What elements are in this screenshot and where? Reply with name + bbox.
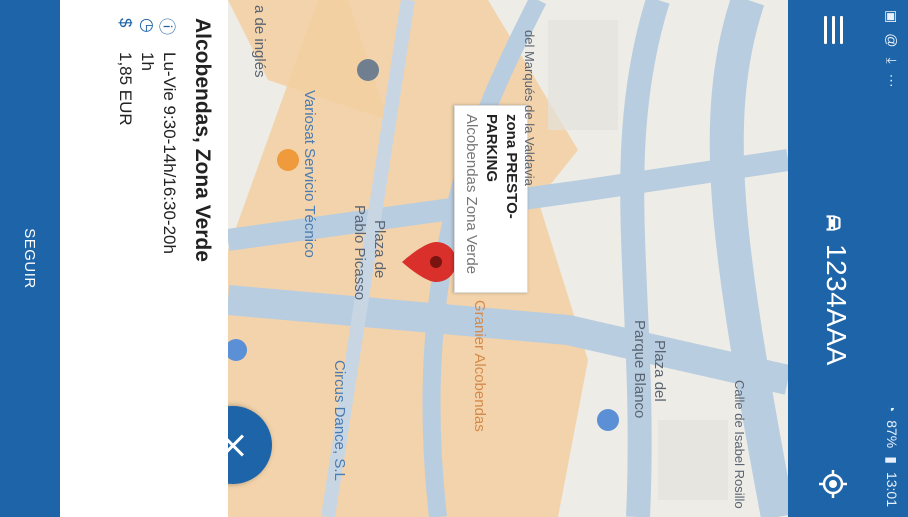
map-label: a de inglés bbox=[251, 5, 268, 78]
license-plate[interactable]: 1234AAA bbox=[821, 244, 852, 366]
zone-info-panel: Alcobendas, Zona Verde ⓘ Lu-Vie 9:30-14h… bbox=[60, 0, 228, 517]
signal-icon: ◔ bbox=[884, 403, 900, 413]
duration-text: 1h bbox=[138, 52, 157, 71]
map-label: del Marqués de la Valdavia bbox=[522, 30, 537, 186]
status-bar: ▣ @ ⤓ ⋯ ◔ 87% ▮ 13:01 bbox=[876, 0, 908, 517]
map-label: Granier Alcobendas bbox=[471, 300, 488, 432]
battery-percent: 87% bbox=[884, 420, 900, 449]
at-icon: @ bbox=[884, 33, 900, 48]
hours-row: ⓘ Lu-Vie 9:30-14h/16:30-20h bbox=[158, 18, 180, 499]
car-icon bbox=[826, 215, 841, 231]
seguir-button[interactable]: SEGUIR bbox=[21, 228, 39, 289]
zone-title: Alcobendas, Zona Verde bbox=[191, 18, 214, 262]
info-icon: ⓘ bbox=[157, 18, 177, 35]
map-view[interactable]: zona PRESTO-PARKING Alcobendas Zona Verd… bbox=[228, 0, 788, 517]
download-icon: ⤓ bbox=[884, 57, 901, 64]
my-location-icon[interactable] bbox=[818, 469, 848, 499]
timer-icon: ◷ bbox=[138, 18, 157, 33]
hamburger-menu-icon[interactable] bbox=[820, 16, 848, 44]
clock: 13:01 bbox=[884, 471, 900, 507]
callout-subtitle: Alcobendas Zona Verde bbox=[463, 114, 480, 275]
map-label: Calle de Isabel Rosillo bbox=[732, 380, 747, 509]
map-label: Circus Dance, S.L bbox=[331, 360, 348, 481]
more-icon: ⋯ bbox=[884, 73, 901, 88]
map-label: Plaza del bbox=[651, 340, 668, 402]
zone-callout[interactable]: zona PRESTO-PARKING Alcobendas Zona Verd… bbox=[454, 105, 528, 293]
map-label: Pablo Picasso bbox=[351, 205, 368, 301]
callout-title: zona PRESTO-PARKING bbox=[483, 114, 520, 219]
hours-text: Lu-Vie 9:30-14h/16:30-20h bbox=[160, 52, 179, 254]
price-row: $ 1,85 EUR bbox=[114, 18, 136, 499]
map-label: Parque Blanco bbox=[631, 320, 648, 419]
image-icon: ▣ bbox=[884, 10, 901, 24]
price-text: 1,85 EUR bbox=[116, 52, 135, 126]
duration-row: ◷ 1h bbox=[136, 18, 158, 499]
map-label: Variosat Servicio Técnico bbox=[301, 90, 318, 258]
dollar-icon: $ bbox=[116, 18, 135, 28]
location-pin-icon[interactable] bbox=[402, 242, 456, 282]
bottom-action-bar: SEGUIR bbox=[0, 0, 60, 517]
map-label: Plaza de bbox=[371, 220, 388, 279]
app-bar: 1234AAA bbox=[788, 0, 876, 517]
battery-icon: ▮ bbox=[884, 456, 901, 464]
